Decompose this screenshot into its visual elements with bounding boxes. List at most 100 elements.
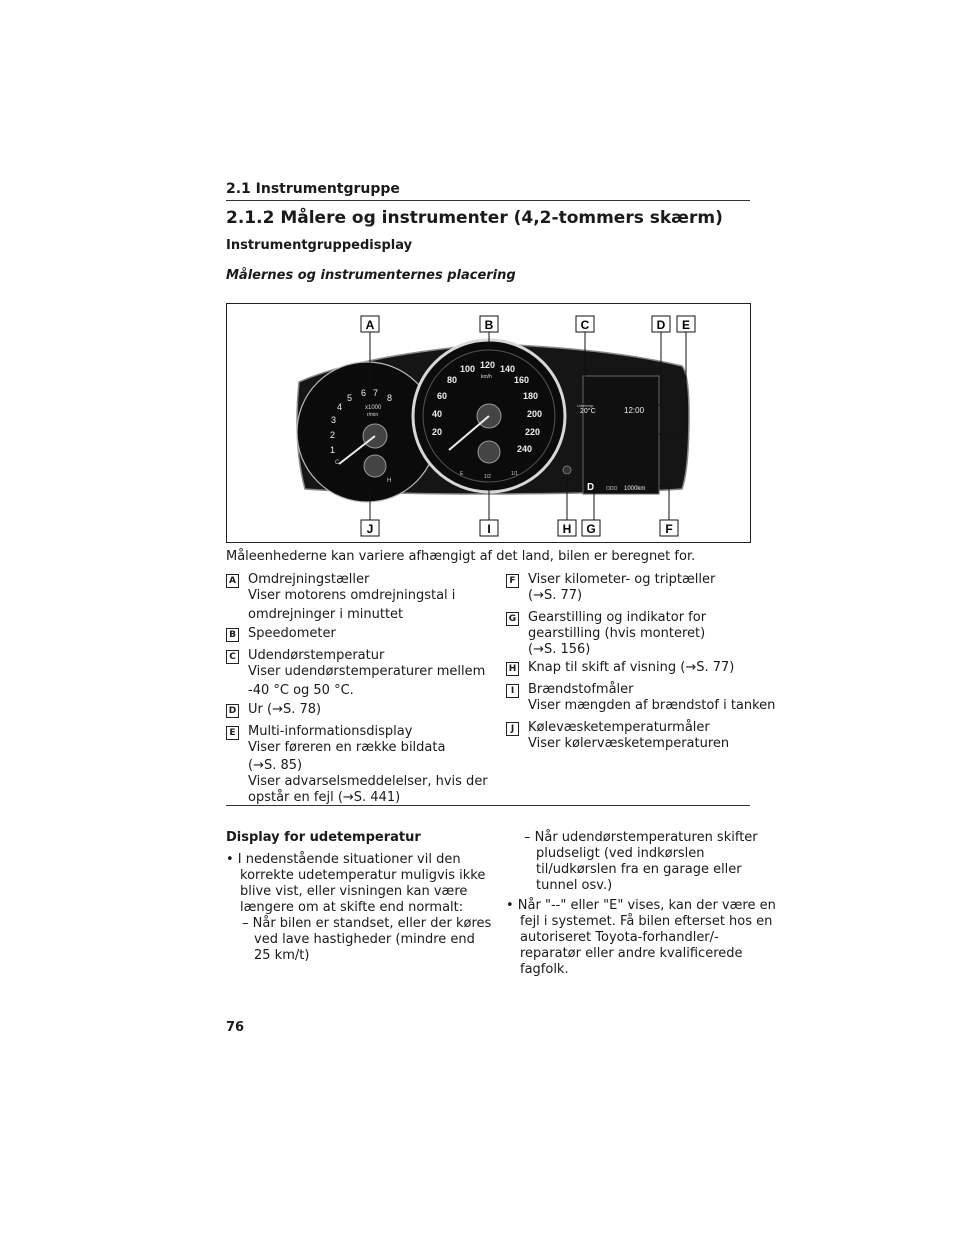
speed-number: 140 bbox=[500, 364, 515, 374]
bullet-line: fagfolk. bbox=[520, 962, 569, 977]
tacho-number: 1 bbox=[330, 445, 335, 455]
legend-badge: E bbox=[226, 726, 239, 740]
tacho-numbers: 1 2 3 4 5 6 7 8 bbox=[330, 388, 392, 455]
clock: 12:00 bbox=[624, 406, 645, 415]
odo-value: 1000km bbox=[624, 486, 645, 492]
speed-number: 240 bbox=[517, 444, 532, 454]
dash-line: tunnel osv.) bbox=[536, 878, 613, 893]
callout-label: C bbox=[581, 318, 590, 332]
multi-information-display bbox=[582, 375, 660, 495]
bullet-line: længere om at skifte end normalt: bbox=[240, 900, 464, 915]
tacho-number: 5 bbox=[347, 393, 352, 403]
speed-number: 120 bbox=[480, 360, 495, 370]
heading: Instrumentgruppedisplay bbox=[226, 238, 413, 253]
bullet-line: blive vist, eller visningen kan være bbox=[240, 884, 468, 899]
bullet-line: • I nedenstående situationer vil den bbox=[226, 852, 461, 867]
speed-number: 200 bbox=[527, 409, 542, 419]
speed-number: 80 bbox=[447, 375, 457, 385]
legend-text: -40 °C og 50 °C. bbox=[248, 683, 354, 698]
speed-number: 220 bbox=[525, 427, 540, 437]
divider bbox=[226, 805, 750, 806]
coolant-hub bbox=[363, 454, 387, 478]
gear-indicator: D bbox=[587, 482, 594, 493]
speed-number: 180 bbox=[523, 391, 538, 401]
legend-text: Udendørstemperatur bbox=[248, 648, 385, 663]
tacho-unit: x1000 bbox=[365, 405, 382, 411]
bullet-line: • Når "--" eller "E" vises, kan der være… bbox=[506, 898, 776, 913]
outside-temp-right: – Når udendørstemperaturen skifter pluds… bbox=[524, 830, 758, 894]
legend-text: Viser mængden af brændstof i tanken bbox=[528, 698, 776, 713]
legend-badge: J bbox=[506, 722, 519, 736]
legend-text: Brændstofmåler bbox=[528, 682, 634, 697]
leader-lines bbox=[369, 331, 687, 522]
callout-label: B bbox=[485, 318, 494, 332]
subheading: Målernes og instrumenternes placering bbox=[226, 268, 516, 283]
speed-number: 60 bbox=[437, 391, 447, 401]
tacho-number: 2 bbox=[330, 430, 335, 440]
legend-text: (→S. 77) bbox=[528, 588, 583, 603]
outside-temp-heading: Display for udetemperatur bbox=[226, 830, 421, 845]
legend-text: Viser motorens omdrejningstal i bbox=[248, 588, 456, 603]
subsection-title: 2.1.2 Målere og instrumenter (4,2-tommer… bbox=[226, 208, 723, 228]
callout-label: G bbox=[586, 522, 595, 536]
legend-text: Kølevæsketemperaturmåler bbox=[528, 720, 710, 735]
dash-line: til/udkørslen fra en garage eller bbox=[536, 862, 742, 877]
legend-text: (→S. 85) bbox=[248, 758, 303, 773]
coolant-c-label: C bbox=[335, 460, 340, 466]
tacho-number: 7 bbox=[373, 388, 378, 398]
legend-text: Speedometer bbox=[248, 626, 336, 641]
legend-text: Viser kølervæsketemperaturen bbox=[528, 736, 730, 751]
display-switch-knob bbox=[562, 465, 572, 475]
legend-badge: A bbox=[226, 574, 239, 588]
tacho-unit-rpm: r/min bbox=[367, 412, 378, 418]
speed-number: 20 bbox=[432, 427, 442, 437]
bullet-line: reparatør eller andre kvalificerede bbox=[520, 946, 743, 961]
bullet-line: korrekte udetemperatur muligvis ikke bbox=[240, 868, 486, 883]
legend-text: Viser advarselsmeddelelser, hvis der bbox=[248, 774, 488, 789]
tacho-number: 6 bbox=[361, 388, 366, 398]
callout-label: F bbox=[665, 522, 672, 536]
legend-text: gearstilling (hvis monteret) bbox=[528, 626, 706, 641]
legend-text: Viser føreren en række bildata bbox=[248, 740, 446, 755]
legend-badge: G bbox=[506, 612, 519, 626]
outside-temp-left-bullet: • I nedenstående situationer vil den kor… bbox=[226, 852, 491, 964]
instrument-cluster-illustration: 1 2 3 4 5 6 7 8 x1000 r/min C H 20 40 60… bbox=[296, 315, 696, 537]
legend-text: (→S. 156) bbox=[528, 642, 591, 657]
instrument-cluster-figure: 1 2 3 4 5 6 7 8 x1000 r/min C H 20 40 60… bbox=[226, 303, 751, 543]
outside-temp-right-bullet: • Når "--" eller "E" vises, kan der være… bbox=[506, 898, 776, 978]
dash-line: – Når udendørstemperaturen skifter bbox=[524, 830, 758, 845]
speedometer-needle bbox=[448, 415, 490, 451]
callout-label: A bbox=[366, 318, 375, 332]
fuel-full-label: 1/1 bbox=[511, 471, 518, 477]
dash-line: pludseligt (ved indkørslen bbox=[536, 846, 705, 861]
legend-text: Ur (→S. 78) bbox=[248, 702, 322, 717]
legend-badge: I bbox=[506, 684, 519, 698]
callouts-bottom: J I H G F bbox=[360, 519, 679, 537]
figure-caption: Måleenhederne kan variere afhængigt af d… bbox=[226, 549, 696, 564]
speed-unit: km/h bbox=[481, 374, 492, 380]
callout-label: D bbox=[657, 318, 666, 332]
section-header: 2.1 Instrumentgruppe bbox=[226, 178, 750, 201]
speed-number: 40 bbox=[432, 409, 442, 419]
fuel-hub bbox=[477, 440, 501, 464]
tacho-number: 3 bbox=[331, 415, 336, 425]
dash-line: – Når bilen er standset, eller der køres bbox=[242, 916, 492, 931]
legend-text: Viser kilometer- og triptæller bbox=[528, 572, 716, 587]
legend-badge: H bbox=[506, 662, 519, 676]
fuel-e-label: E bbox=[460, 471, 464, 477]
callouts-top: A B C D E bbox=[360, 315, 696, 333]
bullet-line: fejl i systemet. Få bilen efterset hos e… bbox=[520, 914, 773, 929]
callout-label: H bbox=[563, 522, 572, 536]
legend-text: Viser udendørstemperaturer mellem bbox=[248, 664, 486, 679]
dash-line: 25 km/t) bbox=[254, 948, 310, 963]
callout-label: J bbox=[367, 522, 374, 536]
legend-badge: C bbox=[226, 650, 239, 664]
tachometer-needle bbox=[338, 435, 376, 465]
speed-number: 160 bbox=[514, 375, 529, 385]
dash-line: ved lave hastigheder (mindre end bbox=[254, 932, 475, 947]
tacho-number: 8 bbox=[387, 393, 392, 403]
legend-text: Knap til skift af visning (→S. 77) bbox=[528, 660, 735, 675]
coolant-h-label: H bbox=[387, 478, 391, 484]
callout-label: I bbox=[487, 522, 490, 536]
speed-number: 100 bbox=[460, 364, 475, 374]
